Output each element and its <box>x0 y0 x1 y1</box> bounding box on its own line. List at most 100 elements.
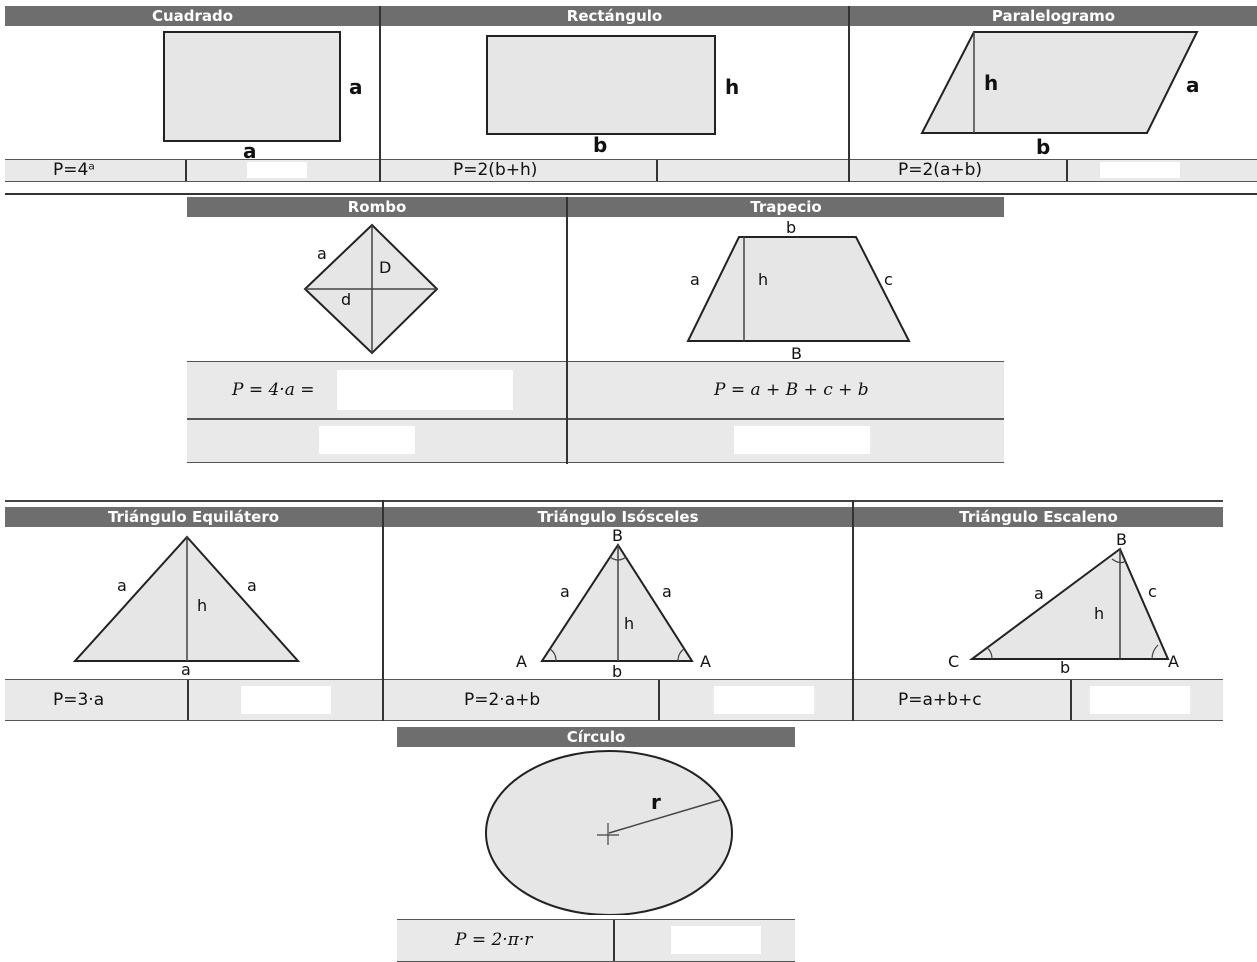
isosceles-figure: B a a h b A A <box>384 527 852 677</box>
answer-row <box>187 419 567 463</box>
apex-label: B <box>1116 530 1127 549</box>
scalene-figure: B a c h b C A <box>854 527 1223 677</box>
radius-label: r <box>651 790 661 814</box>
blank-answer <box>241 686 331 714</box>
formula-row: P=2·a+b <box>384 679 852 721</box>
blank-answer <box>671 926 761 954</box>
apex-label: B <box>612 527 623 545</box>
trapezoid-shape <box>686 236 911 342</box>
panel-title: Círculo <box>397 727 795 747</box>
left-label: a <box>117 576 127 595</box>
side-label: a <box>317 244 327 263</box>
formula-text: P = a + B + c + b <box>714 380 869 400</box>
right-vertex-label: A <box>1168 652 1179 671</box>
height-label: h <box>1094 604 1104 623</box>
panel-paralelogramo: Paralelogramo h a b P=2(a+b) <box>850 6 1257 182</box>
parallelogram-figure: h a b <box>850 26 1257 162</box>
formula-text: P=a+b+c <box>898 690 982 710</box>
side-label: a <box>1186 73 1200 97</box>
equilateral-figure: a a h a <box>5 527 382 677</box>
panel-title: Trapecio <box>568 197 1004 217</box>
minor-diag-label: d <box>341 290 351 309</box>
left-angle-arc <box>985 646 993 660</box>
rectangle-shape <box>486 35 716 135</box>
panel-equilatero: Triángulo Equilátero a a h a P=3·a <box>5 507 382 721</box>
height-label: h <box>725 75 739 99</box>
formula-row: P = a + B + c + b <box>568 361 1004 419</box>
panel-rombo: Rombo a D d P = 4·a = <box>187 197 567 464</box>
height-label: h <box>624 614 634 633</box>
scalene-shape <box>968 547 1170 660</box>
panel-title: Triángulo Equilátero <box>5 507 382 527</box>
divider <box>382 500 384 721</box>
bottom-label: a <box>243 139 257 162</box>
left-angle-arc <box>549 648 557 662</box>
height-label: h <box>984 71 998 95</box>
blank-answer <box>1090 686 1190 714</box>
panel-cuadrado: Cuadrado a a P=4ᵃ <box>5 6 380 182</box>
rectangle-figure: h b <box>381 26 848 162</box>
apex-angle-arc <box>609 556 627 561</box>
formula-text: P=2(a+b) <box>898 160 983 180</box>
panel-title: Cuadrado <box>5 6 380 26</box>
blank-answer <box>247 162 307 178</box>
blank-answer <box>734 426 870 454</box>
blank-answer <box>1100 162 1180 178</box>
formula-cell: P=4ᵃ <box>5 160 187 181</box>
divider <box>566 197 568 464</box>
panel-title: Triángulo Isósceles <box>384 507 852 527</box>
left-side-label: a <box>1034 584 1044 603</box>
base-label: b <box>593 133 607 157</box>
left-vertex-label: C <box>948 652 959 671</box>
blank-answer <box>337 370 513 410</box>
formula-text: P=2·a+b <box>464 690 541 710</box>
formula-cell: P=2(b+h) <box>381 160 658 181</box>
panel-rectangulo: Rectángulo h b P=2(b+h) <box>381 6 848 182</box>
height-label: h <box>758 270 768 289</box>
circle-figure: r <box>397 747 795 915</box>
divider <box>379 6 381 182</box>
panel-escaleno: Triángulo Escaleno B a c h b C A P=a+b+c <box>854 507 1223 721</box>
side-label: a <box>349 75 363 99</box>
right-label: a <box>247 576 257 595</box>
formula-row: P = 4·a = <box>187 361 567 419</box>
answer-row <box>568 419 1004 463</box>
left-label: a <box>690 270 700 289</box>
top-label: b <box>786 218 796 237</box>
panel-title: Triángulo Escaleno <box>854 507 1223 527</box>
right-vertex-label: A <box>700 652 711 671</box>
formula-cell: P=2(a+b) <box>850 160 1068 181</box>
separator <box>5 193 1257 195</box>
right-side-label: a <box>662 582 672 601</box>
blank-answer <box>319 426 415 454</box>
formula-row: P=2(a+b) <box>850 159 1257 182</box>
formula-row: P = 2·π·r <box>397 919 795 962</box>
base-label: b <box>1060 658 1070 677</box>
height-label: h <box>197 596 207 615</box>
formula-cell: P=a+b+c <box>854 680 1072 720</box>
formula-text: P = 4·a = <box>232 380 315 400</box>
bottom-label: B <box>791 344 802 362</box>
right-angle-arc <box>1151 644 1159 660</box>
formula-text: P=3·a <box>53 690 105 710</box>
right-angle-arc <box>677 648 685 662</box>
trapezoid-figure: b a h c B <box>568 217 1004 362</box>
isosceles-shape <box>540 543 694 662</box>
parallelogram-shape <box>920 31 1199 134</box>
panel-title: Paralelogramo <box>850 6 1257 26</box>
base-label: b <box>1036 135 1050 159</box>
panel-isosceles: Triángulo Isósceles B a a h b A A P=2·a+… <box>384 507 852 721</box>
major-diag-label: D <box>379 258 391 277</box>
base-label: b <box>612 662 622 677</box>
formula-cell: P=2·a+b <box>384 680 660 720</box>
formula-text: P = 2·π·r <box>455 930 533 950</box>
formula-cell: P = 2·π·r <box>397 920 615 961</box>
formula-row: P=4ᵃ <box>5 159 380 182</box>
formula-cell: P=3·a <box>5 680 189 720</box>
panel-title: Rombo <box>187 197 567 217</box>
base-label: a <box>181 660 191 677</box>
formula-text: P=2(b+h) <box>453 160 538 180</box>
apex-angle-arc <box>1111 558 1127 564</box>
left-vertex-label: A <box>516 652 527 671</box>
right-label: c <box>884 270 893 289</box>
